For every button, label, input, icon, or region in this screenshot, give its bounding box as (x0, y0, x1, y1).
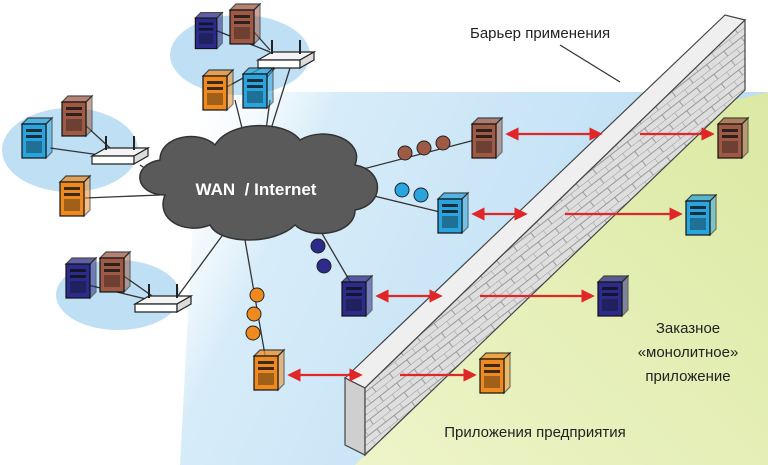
wan-cloud: WAN / Internet (139, 124, 379, 241)
traffic-arrows (287, 127, 715, 382)
server-tower-icon (717, 117, 749, 159)
server-tower-icon (202, 69, 234, 111)
custom-app-label-line3: приложение (645, 368, 730, 385)
enterprise-zone (355, 92, 768, 465)
server-tower-icon (229, 3, 261, 45)
server-tower-icon (685, 194, 717, 236)
server-tower-icon (242, 67, 274, 109)
server-tower-icon (471, 117, 503, 159)
server-tower-icon (479, 352, 511, 394)
server-tower-icon (59, 175, 91, 217)
custom-app-label-line2: «монолитное» (638, 344, 739, 361)
barrier-label: Барьер применения (470, 25, 610, 42)
server-tower-icon (437, 192, 469, 234)
cloud-label: WAN / Internet (196, 180, 317, 199)
barrier-pointer (559, 44, 621, 83)
server-tower-icon (194, 12, 223, 50)
server-tower-icon (597, 275, 629, 317)
traffic-dots (245, 135, 451, 341)
server-tower-icon (61, 95, 93, 137)
enterprise-apps-label: Приложения предприятия (444, 424, 626, 441)
custom-app-label-line1: Заказное (656, 320, 720, 337)
server-tower-icon (341, 275, 373, 317)
server-tower-icon (21, 117, 53, 159)
server-tower-icon (65, 257, 97, 299)
server-tower-icon (253, 349, 285, 391)
server-tower-icon (99, 251, 131, 293)
brick-wall-icon (343, 14, 747, 457)
